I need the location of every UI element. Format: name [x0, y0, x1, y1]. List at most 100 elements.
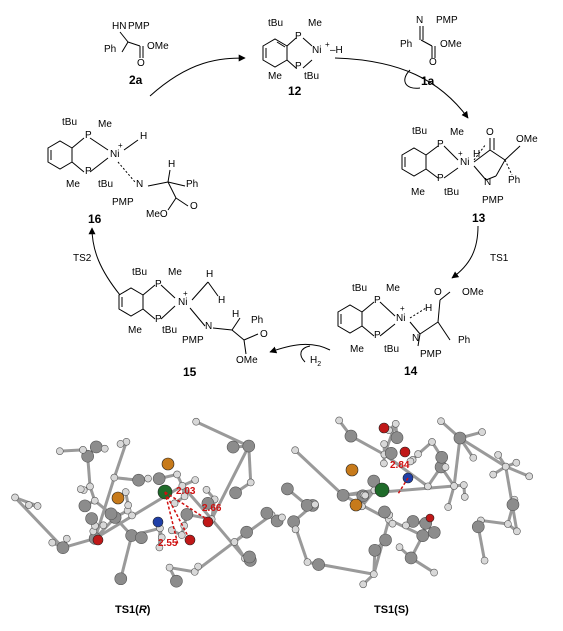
- atom: [116, 440, 125, 448]
- atom-p: [345, 463, 359, 477]
- c16-p-top: P: [85, 130, 92, 141]
- c15-ni: Ni: [178, 297, 188, 308]
- c2a-pmp: PMP: [128, 21, 150, 32]
- structure-13: [401, 138, 521, 181]
- atom: [24, 501, 33, 509]
- bond: [112, 441, 128, 479]
- atom: [155, 543, 164, 552]
- atom: [121, 488, 130, 496]
- atom: [132, 473, 145, 487]
- c2a-ph: Ph: [104, 44, 117, 55]
- c13-tbu-bottom: tBu: [444, 187, 460, 198]
- bond: [383, 453, 429, 488]
- c16-o: O: [190, 201, 198, 212]
- atom: [416, 529, 430, 542]
- atom: [427, 526, 441, 539]
- atom: [311, 500, 319, 509]
- atom: [56, 447, 64, 455]
- c12-p-top: P: [295, 31, 302, 42]
- atom: [33, 502, 42, 510]
- atom-o: [92, 534, 104, 546]
- atom: [378, 505, 391, 519]
- c16-me-bottom: Me: [66, 179, 80, 190]
- atom-ni: [374, 482, 390, 498]
- atom: [62, 534, 71, 543]
- c1a-o: O: [429, 57, 437, 68]
- bond: [13, 496, 65, 549]
- atom: [367, 474, 381, 488]
- c2a-ome: OMe: [147, 41, 169, 52]
- c14-tbu-top: tBu: [352, 283, 368, 294]
- c15-tbu-bottom: tBu: [162, 325, 178, 336]
- c15-me-top: Me: [168, 267, 182, 278]
- atom: [180, 492, 189, 501]
- compound-15-label: 15: [183, 365, 197, 379]
- c12-plus: +: [325, 40, 330, 49]
- atom: [56, 541, 70, 554]
- atom: [379, 533, 392, 547]
- atom: [191, 476, 200, 484]
- c16-tbu-top: tBu: [62, 117, 78, 128]
- atom: [230, 538, 239, 546]
- c14-p-top: P: [374, 295, 381, 306]
- c13-o: O: [486, 127, 494, 138]
- c15-hc: H: [232, 309, 240, 320]
- c14-ome: OMe: [462, 287, 484, 298]
- c16-pmp: PMP: [112, 197, 134, 208]
- atom: [402, 521, 410, 530]
- atom: [404, 551, 418, 565]
- c12-p-bottom: P: [295, 61, 302, 72]
- atom: [501, 462, 510, 471]
- ts2-arrow-label: TS2: [73, 253, 92, 264]
- atom: [165, 563, 174, 572]
- atom: [243, 550, 256, 564]
- atom: [287, 515, 300, 529]
- atom: [506, 498, 520, 512]
- c16-me-top: Me: [98, 119, 112, 130]
- ts1-r-model: [11, 417, 286, 588]
- atom: [291, 446, 299, 455]
- compound-12-label: 12: [288, 84, 302, 98]
- arrow-15-to-16: [88, 227, 121, 296]
- atom: [460, 481, 468, 489]
- atom: [201, 497, 215, 510]
- atom: [441, 463, 450, 471]
- bond: [119, 535, 134, 580]
- bond: [480, 518, 509, 526]
- c14-ph: Ph: [458, 335, 471, 346]
- c13-me-top: Me: [450, 127, 464, 138]
- c13-ome: OMe: [516, 134, 538, 145]
- c13-tbu-top: tBu: [412, 126, 428, 137]
- c12-ni: Ni: [312, 45, 322, 56]
- c1a-n: N: [416, 15, 424, 26]
- ts1-r-label-main: TS1(: [115, 604, 139, 616]
- c13-plus: +: [458, 149, 463, 158]
- atom: [281, 482, 294, 496]
- c12-me-bottom: Me: [268, 71, 282, 82]
- atom: [110, 473, 119, 482]
- ts1-r-contacts: [164, 491, 209, 546]
- arrow-1a-in: [404, 69, 421, 89]
- atom-o: [399, 446, 411, 458]
- atom: [450, 482, 458, 490]
- compound-2a-label: 2a: [129, 73, 143, 87]
- atom: [406, 515, 420, 528]
- structure-1a: [419, 26, 436, 58]
- atom: [173, 470, 181, 479]
- atom: [478, 428, 486, 436]
- atom: [435, 450, 449, 464]
- atom: [11, 493, 19, 502]
- atom-o: [202, 516, 214, 528]
- ts1-r-distance-3: 2.55: [158, 538, 178, 549]
- c15-o: O: [260, 329, 268, 340]
- c15-me-bottom: Me: [128, 325, 142, 336]
- atom: [513, 527, 521, 536]
- atom: [424, 482, 432, 491]
- atom: [240, 525, 253, 539]
- atom: [178, 481, 187, 490]
- arrow-16-to-12: [149, 54, 246, 97]
- c14-h: H: [425, 303, 433, 314]
- atom: [380, 459, 388, 468]
- c13-me-bottom: Me: [411, 187, 425, 198]
- atom: [202, 485, 211, 494]
